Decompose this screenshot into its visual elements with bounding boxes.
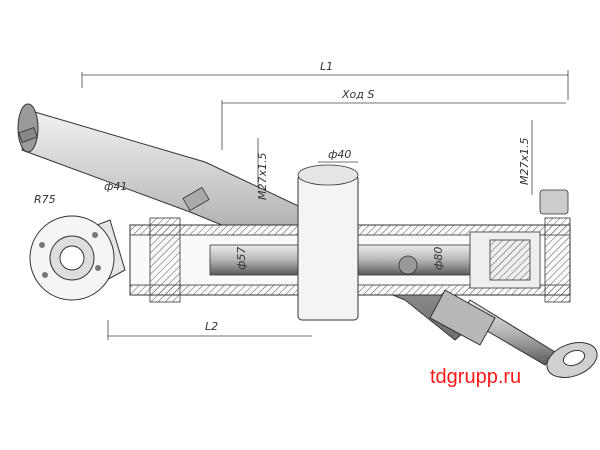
rear-eye-mount: [29, 215, 126, 301]
port-fitting-right: [539, 189, 569, 215]
dim-stroke: Ход S: [341, 88, 374, 101]
port-fitting-left: [182, 186, 210, 212]
dim-eye-radius: R75: [34, 193, 56, 206]
site-watermark: tdgrupp.ru: [430, 366, 521, 388]
dim-port-left: M27x1.5: [256, 153, 269, 201]
dim-pin-hole: ф41: [104, 180, 127, 193]
dim-rod-diameter: ф40: [328, 148, 351, 161]
front-eye: [546, 342, 598, 378]
dim-l2: L2: [205, 320, 218, 333]
barrel-section: [129, 164, 571, 321]
rod-end-fitting: [398, 255, 418, 275]
piston-rod: [429, 289, 556, 366]
dim-bore-diameter: ф80: [432, 247, 445, 270]
dim-port-right: M27x1.5: [518, 138, 531, 186]
dim-rod-outer: ф57: [235, 247, 248, 270]
dim-l1: L1: [320, 60, 333, 73]
